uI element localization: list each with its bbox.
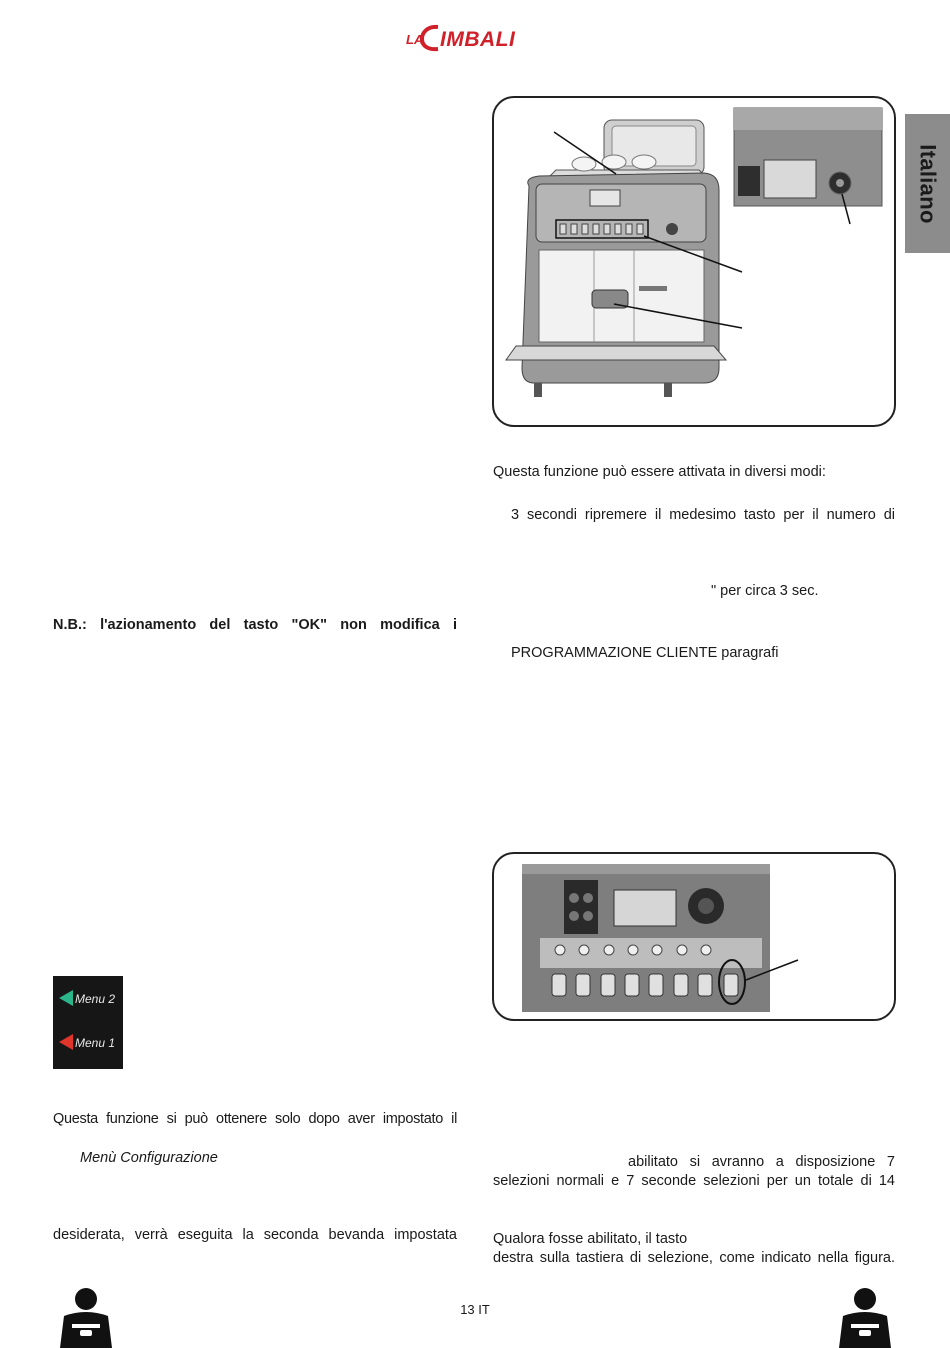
machine-figure <box>492 96 896 427</box>
menu1-label: Menu 1 <box>75 1036 115 1050</box>
svg-text:LA: LA <box>406 32 423 47</box>
para-abilitato-2: selezioni normali e 7 seconde selezioni … <box>493 1173 895 1189</box>
page-number: 13 IT <box>460 1302 490 1317</box>
nb-note: N.B.: l'azionamento del tasto "OK" non m… <box>53 617 457 633</box>
menu-arrows-graphic: Menu 2 Menu 1 <box>53 976 123 1069</box>
svg-text:IMBALI: IMBALI <box>440 28 516 51</box>
para-three-seconds: 3 secondi ripremere il medesimo tasto pe… <box>511 507 895 523</box>
barista-icon-right <box>839 1288 891 1348</box>
lacimbali-logo: LA IMBALI <box>406 24 516 52</box>
para-qualora-2: destra sulla tastiera di selezione, come… <box>493 1250 895 1266</box>
para-programmazione: PROGRAMMAZIONE CLIENTE paragrafi <box>511 645 779 661</box>
para-second-drink: desiderata, verrà eseguita la seconda be… <box>53 1227 457 1243</box>
menu-buttons-image: Menu 2 Menu 1 <box>53 976 123 1069</box>
para-abilitato-1: abilitato si avranno a disposizione 7 <box>628 1154 895 1170</box>
barista-icon-left <box>60 1288 112 1348</box>
para-function: Questa funzione si può ottenere solo dop… <box>53 1111 457 1127</box>
para-per-circa: " per circa 3 sec. <box>711 583 819 599</box>
language-tab-label: Italiano <box>915 143 941 224</box>
menu2-label: Menu 2 <box>75 992 115 1006</box>
para-activation: Questa funzione può essere attivata in d… <box>493 464 826 480</box>
coffee-machine-illustration <box>505 107 883 397</box>
menu-config: Menù Configurazione <box>80 1150 218 1166</box>
keypad-figure <box>492 852 896 1021</box>
keypad-photo <box>522 864 799 1012</box>
language-tab: Italiano <box>905 114 950 253</box>
para-qualora-1: Qualora fosse abilitato, il tasto <box>493 1231 688 1247</box>
